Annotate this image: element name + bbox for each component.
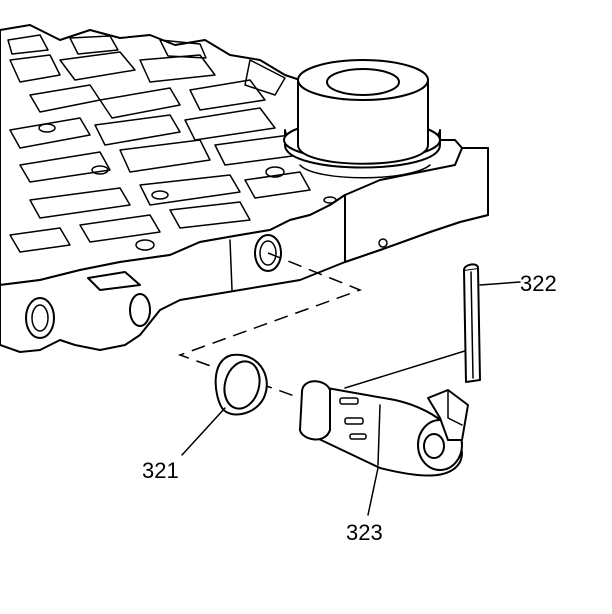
leader-lines [181, 281, 521, 516]
callout-322: 322 [520, 271, 557, 296]
retaining-pin [463, 263, 481, 383]
solenoid [299, 380, 469, 477]
callout-323: 323 [346, 520, 383, 545]
valve-body [0, 24, 489, 353]
callout-321: 321 [142, 458, 179, 483]
gasket [214, 353, 268, 416]
